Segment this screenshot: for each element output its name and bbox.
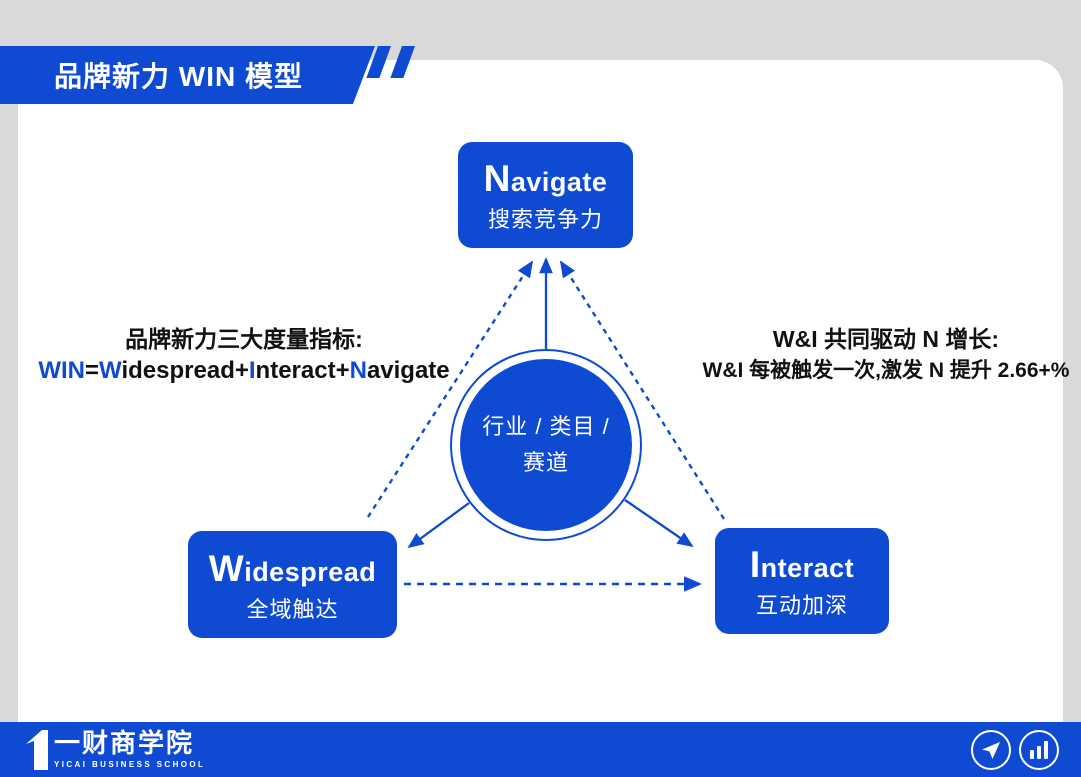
growth-note: W&I 共同驱动 N 增长: W&I 每被触发一次,激发 N 提升 2.66+% [700, 324, 1072, 388]
win-formula: WIN=Widespread+Interact+Navigate [38, 357, 450, 384]
stats-button[interactable] [1019, 730, 1059, 770]
title-banner: 品牌新力 WIN 模型 [0, 46, 375, 104]
brand-text: 一财商学院 YICAI BUSINESS SCHOOL [54, 728, 205, 769]
node-navigate-title: Navigate [483, 158, 608, 200]
node-navigate-subtitle: 搜索竞争力 [487, 207, 603, 233]
metrics-note-title: 品牌新力三大度量指标: [125, 326, 363, 352]
center-label-line1: 行业 / 类目 / [482, 414, 610, 439]
node-interact-subtitle: 互动加深 [755, 593, 848, 619]
growth-note-detail: W&I 每被触发一次,激发 N 提升 2.66+% [702, 359, 1070, 382]
node-widespread-title: Widespread [208, 547, 377, 589]
center-label-line2: 赛道 [522, 450, 569, 475]
logo-mark-icon [26, 730, 48, 770]
node-widespread-subtitle: 全域触达 [246, 596, 339, 622]
send-button[interactable] [971, 730, 1011, 770]
center-circle: 行业 / 类目 / 赛道 [460, 359, 632, 531]
page-title: 品牌新力 WIN 模型 [54, 61, 303, 92]
growth-note-title: W&I 共同驱动 N 增长: [772, 326, 1000, 352]
node-navigate: Navigate 搜索竞争力 [458, 142, 633, 248]
node-interact: Interact 互动加深 [715, 528, 889, 634]
center-circle-ring [450, 349, 642, 541]
bar-chart-icon [1030, 741, 1048, 759]
brand-subtitle: YICAI BUSINESS SCHOOL [54, 760, 206, 769]
send-icon [982, 742, 1000, 759]
footer-bar: 一财商学院 YICAI BUSINESS SCHOOL [0, 722, 1081, 777]
node-widespread: Widespread 全域触达 [188, 531, 397, 638]
metrics-note: 品牌新力三大度量指标: WIN=Widespread+Interact+Navi… [28, 324, 460, 388]
node-interact-title: Interact [749, 544, 855, 586]
brand-logo: 一财商学院 YICAI BUSINESS SCHOOL [26, 728, 205, 770]
brand-name: 一财商学院 [54, 728, 195, 758]
